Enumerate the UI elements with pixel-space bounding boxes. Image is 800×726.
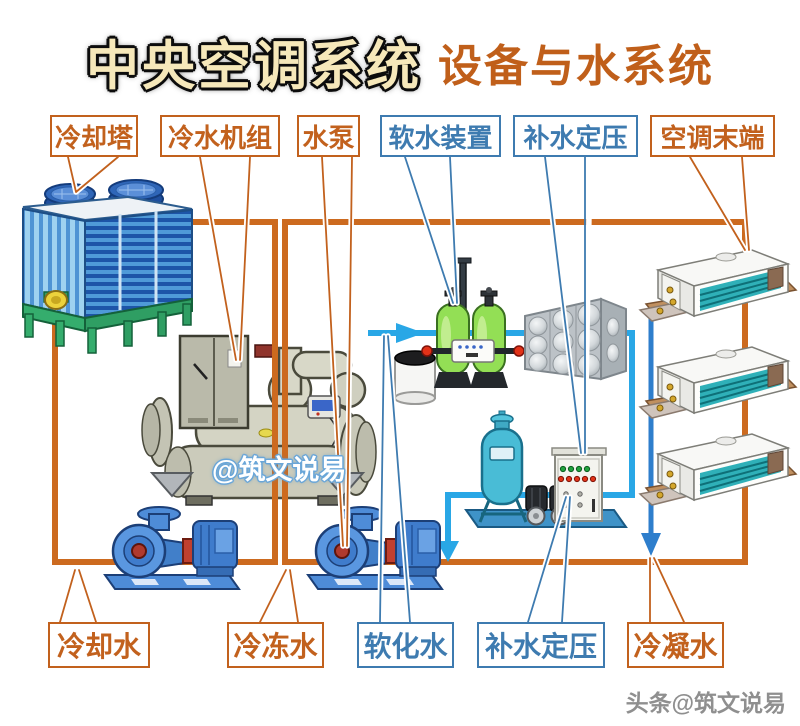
title-sub: 设备与水系统 (438, 42, 714, 91)
label-chilled-water: 冷冻水 (227, 622, 324, 668)
label-cooling-water: 冷却水 (48, 622, 150, 668)
stainless-water-tank-icon (524, 297, 627, 381)
fan-coil-unit-3-icon (639, 433, 797, 506)
cooling-tower-icon (22, 179, 193, 354)
label-chiller-unit: 冷水机组 (160, 115, 280, 157)
cooling-water-pump-icon (103, 505, 241, 591)
label-makeup-pressurization-bottom: 补水定压 (477, 622, 605, 668)
salt-tank-icon (394, 350, 436, 405)
flow-arrow-down-icon (437, 541, 459, 562)
water-softener-icon (421, 257, 525, 389)
label-water-pump: 水泵 (297, 115, 360, 157)
callout-pointers (57, 154, 752, 625)
label-makeup-pressurization-top: 补水定压 (513, 115, 638, 157)
label-ac-terminal: 空调末端 (650, 115, 775, 157)
flow-arrow-right-icon (396, 323, 424, 343)
watermark-corner: 头条@筑文说易 (625, 690, 786, 716)
label-softener-device: 软水装置 (380, 115, 501, 157)
fan-coil-unit-1-icon (639, 249, 797, 322)
watermark-center: @筑文说易 (212, 455, 347, 485)
condensate-arrow-down-icon (641, 533, 661, 556)
label-cooling-tower: 冷却塔 (50, 115, 138, 157)
pump1-gray-arrow-icon (149, 472, 195, 498)
label-softened-water: 软化水 (357, 622, 454, 668)
chilled-water-pump-icon (306, 505, 444, 591)
label-condensate-water: 冷凝水 (627, 622, 724, 668)
page-title: 中央空调系统 设备与水系统 (0, 24, 800, 100)
title-main: 中央空调系统 (86, 37, 422, 96)
fan-coil-unit-2-icon (639, 346, 797, 419)
condensate-pipe (641, 304, 670, 556)
pressurization-unit-icon (464, 410, 628, 528)
pump2-gray-arrow-icon (320, 472, 366, 498)
